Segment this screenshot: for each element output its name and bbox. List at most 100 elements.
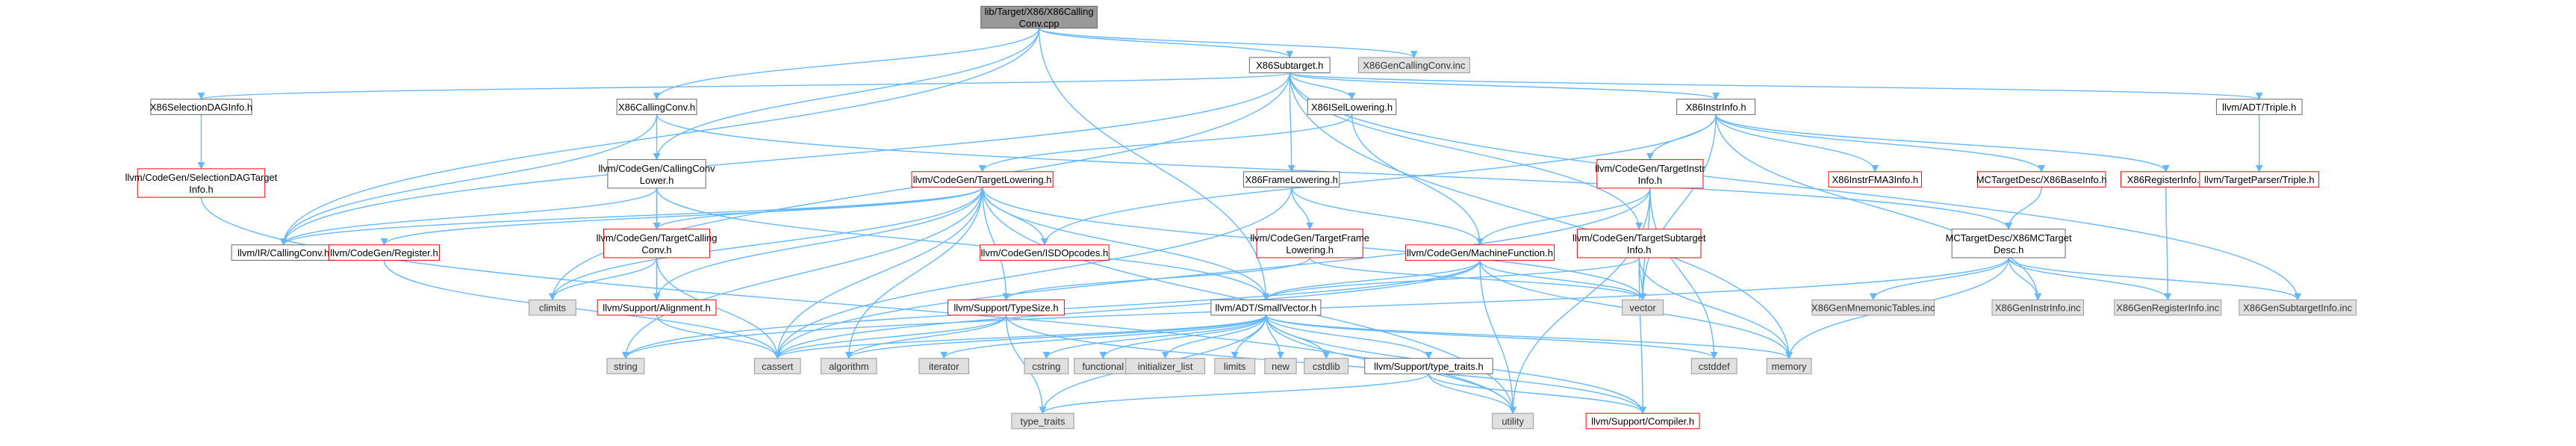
node-new[interactable]: new [1264, 358, 1297, 374]
edge-subtarget-to-instrinfo [1289, 72, 1720, 100]
node-compiler[interactable]: llvm/Support/Compiler.h [1585, 412, 1700, 430]
node-box [1243, 171, 1340, 188]
node-seldag[interactable]: X86SelectionDAGInfo.h [150, 99, 252, 115]
node-box [1405, 244, 1555, 261]
node-isdop[interactable]: llvm/CodeGen/ISDOpcodes.h [980, 244, 1110, 261]
node-gencc[interactable]: X86GenCallingConv.inc [1357, 57, 1470, 74]
node-label: string [614, 361, 638, 372]
node-utility[interactable]: utility [1492, 412, 1534, 430]
node-box [1307, 99, 1397, 115]
node-label: cstdlib [1313, 361, 1340, 372]
node-cassert[interactable]: cassert [753, 358, 801, 374]
node-box [1357, 57, 1470, 74]
edge-tinstr-to-cassert [774, 188, 1651, 359]
edge-smallvec-to-new [1265, 315, 1284, 359]
node-isel[interactable]: X86ISelLowering.h [1307, 99, 1397, 115]
node-box [2239, 299, 2357, 316]
node-typetraits[interactable]: type_traits [1011, 412, 1074, 430]
node-functional[interactable]: functional [1074, 358, 1133, 374]
node-framelow[interactable]: X86FrameLowering.h [1243, 171, 1340, 188]
edge-smallvec-to-cstring [1042, 315, 1267, 359]
edge-tlower-to-align [653, 187, 983, 301]
node-box [821, 358, 877, 374]
node-label: X86InstrInfo.h [1686, 102, 1746, 113]
node-box [1976, 171, 2106, 188]
node-iterator[interactable]: iterator [918, 358, 970, 374]
edge-framelow-to-mfunc [1291, 187, 1484, 246]
edge-instrinfo-to-geninstr [1715, 114, 2042, 301]
node-memory[interactable]: memory [1766, 358, 1812, 374]
node-label: llvm/CodeGen/ISDOpcodes.h [981, 247, 1109, 258]
edge-tlower-to-string [622, 187, 983, 359]
node-climits[interactable]: climits [529, 299, 576, 316]
node-box [607, 159, 706, 189]
node-box [2114, 299, 2222, 316]
node-ircc[interactable]: llvm/IR/CallingConv.h [231, 244, 336, 261]
node-label: X86GenCallingConv.inc [1363, 60, 1466, 71]
node-label: llvm/CodeGen/TargetSubtarget [1572, 232, 1706, 244]
node-box [1214, 358, 1256, 374]
node-label: llvm/ADT/SmallVector.h [1215, 303, 1316, 314]
edge-baseinfo-to-mcdesc [2005, 187, 2042, 230]
node-box [980, 5, 1098, 29]
node-instrinfo[interactable]: X86InstrInfo.h [1676, 99, 1756, 115]
node-box [1991, 299, 2085, 316]
node-box [1676, 99, 1756, 115]
node-smallvec[interactable]: llvm/ADT/SmallVector.h [1210, 299, 1322, 316]
edge-tsub-to-smallvec [1262, 257, 1640, 301]
node-cstring[interactable]: cstring [1024, 358, 1069, 374]
edge-smallvec-to-cassert [774, 315, 1267, 359]
node-tparser[interactable]: llvm/TargetParser/Triple.h [2199, 171, 2320, 188]
node-cconv[interactable]: X86CallingConv.h [616, 99, 697, 115]
node-mnem[interactable]: X86GenMnemonicTables.inc [1811, 299, 1935, 316]
node-align[interactable]: llvm/Support/Alignment.h [597, 299, 717, 316]
node-box [1585, 412, 1700, 430]
node-typetraitsh[interactable]: llvm/Support/type_traits.h [1364, 358, 1493, 374]
node-mfunc[interactable]: llvm/CodeGen/MachineFunction.h [1405, 244, 1555, 261]
node-box [2199, 171, 2320, 188]
node-label: llvm/Support/type_traits.h [1374, 361, 1484, 372]
node-cstdlib[interactable]: cstdlib [1304, 358, 1349, 374]
node-root[interactable]: lib/Target/X86/X86CallingConv.cpp [980, 5, 1098, 29]
node-vector[interactable]: vector [1622, 299, 1664, 316]
node-box [980, 244, 1110, 261]
node-gensub[interactable]: X86GenSubtargetInfo.inc [2239, 299, 2357, 316]
node-genreg[interactable]: X86GenRegisterInfo.inc [2114, 299, 2222, 316]
node-box [1811, 299, 1935, 316]
node-reginfo[interactable]: X86RegisterInfo.h [2121, 171, 2212, 188]
node-algorithm[interactable]: algorithm [821, 358, 877, 374]
node-baseinfo[interactable]: MCTargetDesc/X86BaseInfo.h [1976, 171, 2107, 188]
node-tlower[interactable]: llvm/CodeGen/TargetLowering.h [911, 171, 1054, 188]
edge-subtarget-to-memory [1289, 72, 1793, 359]
edge-instrinfo-to-baseinfo [1715, 114, 2045, 173]
edge-typetraitsh-to-typetraits [1039, 373, 1430, 415]
edge-tlower-to-tcallconv [653, 187, 983, 230]
node-geninstr[interactable]: X86GenInstrInfo.inc [1991, 299, 2085, 316]
edge-smallvec-to-initlist [1161, 315, 1267, 359]
node-box [1596, 159, 1704, 189]
edge-tlower-to-climits [549, 187, 983, 301]
node-box [753, 358, 801, 374]
node-cstddef[interactable]: cstddef [1690, 358, 1737, 374]
edge-instrinfo-to-vector [1639, 114, 1717, 301]
edge-subtarget-to-framelow [1287, 72, 1295, 173]
node-limits[interactable]: limits [1214, 358, 1256, 374]
node-typesize[interactable]: llvm/Support/TypeSize.h [948, 299, 1065, 316]
node-triple[interactable]: llvm/ADT/Triple.h [2215, 99, 2303, 115]
node-label: MCTargetDesc/X86BaseInfo.h [1976, 174, 2107, 185]
node-register[interactable]: llvm/CodeGen/Register.h [329, 244, 440, 261]
node-subtarget[interactable]: X86Subtarget.h [1248, 57, 1331, 74]
node-fma3[interactable]: X86InstrFMA3Info.h [1828, 171, 1922, 188]
node-initlist[interactable]: initializer_list [1125, 358, 1206, 374]
node-box [1576, 229, 1702, 258]
edge-tlower-to-algorithm [844, 187, 983, 359]
node-box [1125, 358, 1206, 374]
node-string[interactable]: string [606, 358, 645, 374]
